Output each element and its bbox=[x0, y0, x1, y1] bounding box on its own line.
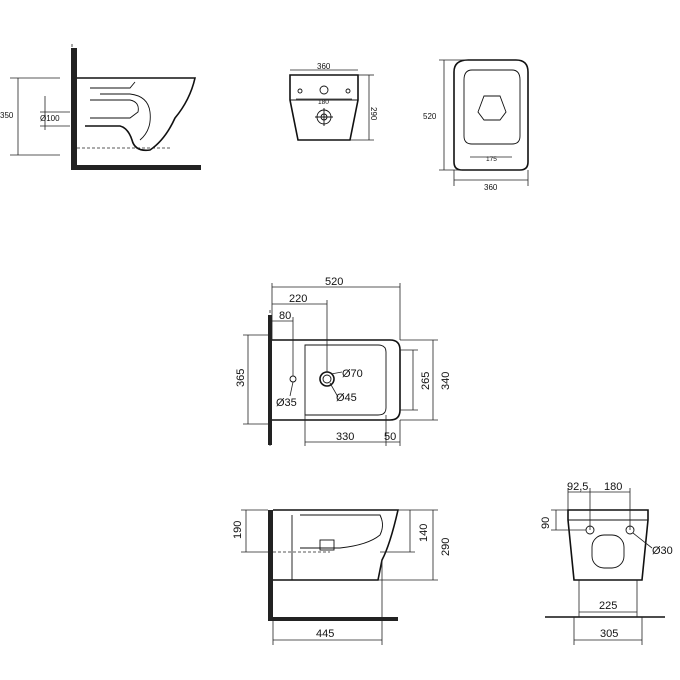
dim-520-top-small: 520 bbox=[423, 112, 437, 121]
dim-265-main: 265 bbox=[420, 372, 432, 390]
dim-340-main: 340 bbox=[440, 372, 452, 390]
dim-140-side: 140 bbox=[418, 524, 430, 542]
dim-175-top: 175 bbox=[486, 156, 497, 163]
dim-365-main: 365 bbox=[235, 369, 247, 387]
dim-50-main: 50 bbox=[384, 431, 396, 443]
dim-350: 350 bbox=[0, 111, 14, 120]
dim-180-rear: 180 bbox=[604, 481, 622, 493]
dim-80-main: 80 bbox=[279, 310, 291, 322]
side-section-small: 350 Ø100 bbox=[0, 44, 201, 170]
dim-290-side: 290 bbox=[440, 538, 452, 556]
dim-190-side: 190 bbox=[232, 521, 244, 539]
dim-225-rear: 225 bbox=[599, 600, 617, 612]
dim-d100: Ø100 bbox=[40, 114, 60, 123]
dim-92-5-rear: 92,5 bbox=[567, 481, 588, 493]
side-view-main: 190 140 290 445 bbox=[232, 509, 452, 645]
front-view-small: 180 360 290 bbox=[289, 62, 378, 141]
rear-view-main: 92,5 180 90 Ø30 225 305 bbox=[540, 481, 673, 645]
dim-360-top-small: 360 bbox=[484, 183, 498, 192]
dim-d45-main: Ø45 bbox=[336, 392, 357, 404]
dim-180-front: 180 bbox=[318, 99, 329, 106]
top-view-small: 175 520 360 bbox=[423, 59, 529, 192]
dim-290-front: 290 bbox=[369, 107, 378, 121]
top-view-main: 520 220 80 365 265 340 330 50 Ø70 bbox=[235, 276, 452, 446]
dim-d30-rear: Ø30 bbox=[652, 545, 673, 557]
dim-445-side: 445 bbox=[316, 628, 334, 640]
dim-d35-main: Ø35 bbox=[276, 397, 297, 409]
dim-90-rear: 90 bbox=[540, 517, 552, 529]
dim-305-rear: 305 bbox=[600, 628, 618, 640]
dim-220-main: 220 bbox=[289, 293, 307, 305]
dim-d70-main: Ø70 bbox=[342, 368, 363, 380]
dim-520-main: 520 bbox=[325, 276, 343, 288]
dim-360-front: 360 bbox=[317, 62, 331, 71]
dim-330-main: 330 bbox=[336, 431, 354, 443]
